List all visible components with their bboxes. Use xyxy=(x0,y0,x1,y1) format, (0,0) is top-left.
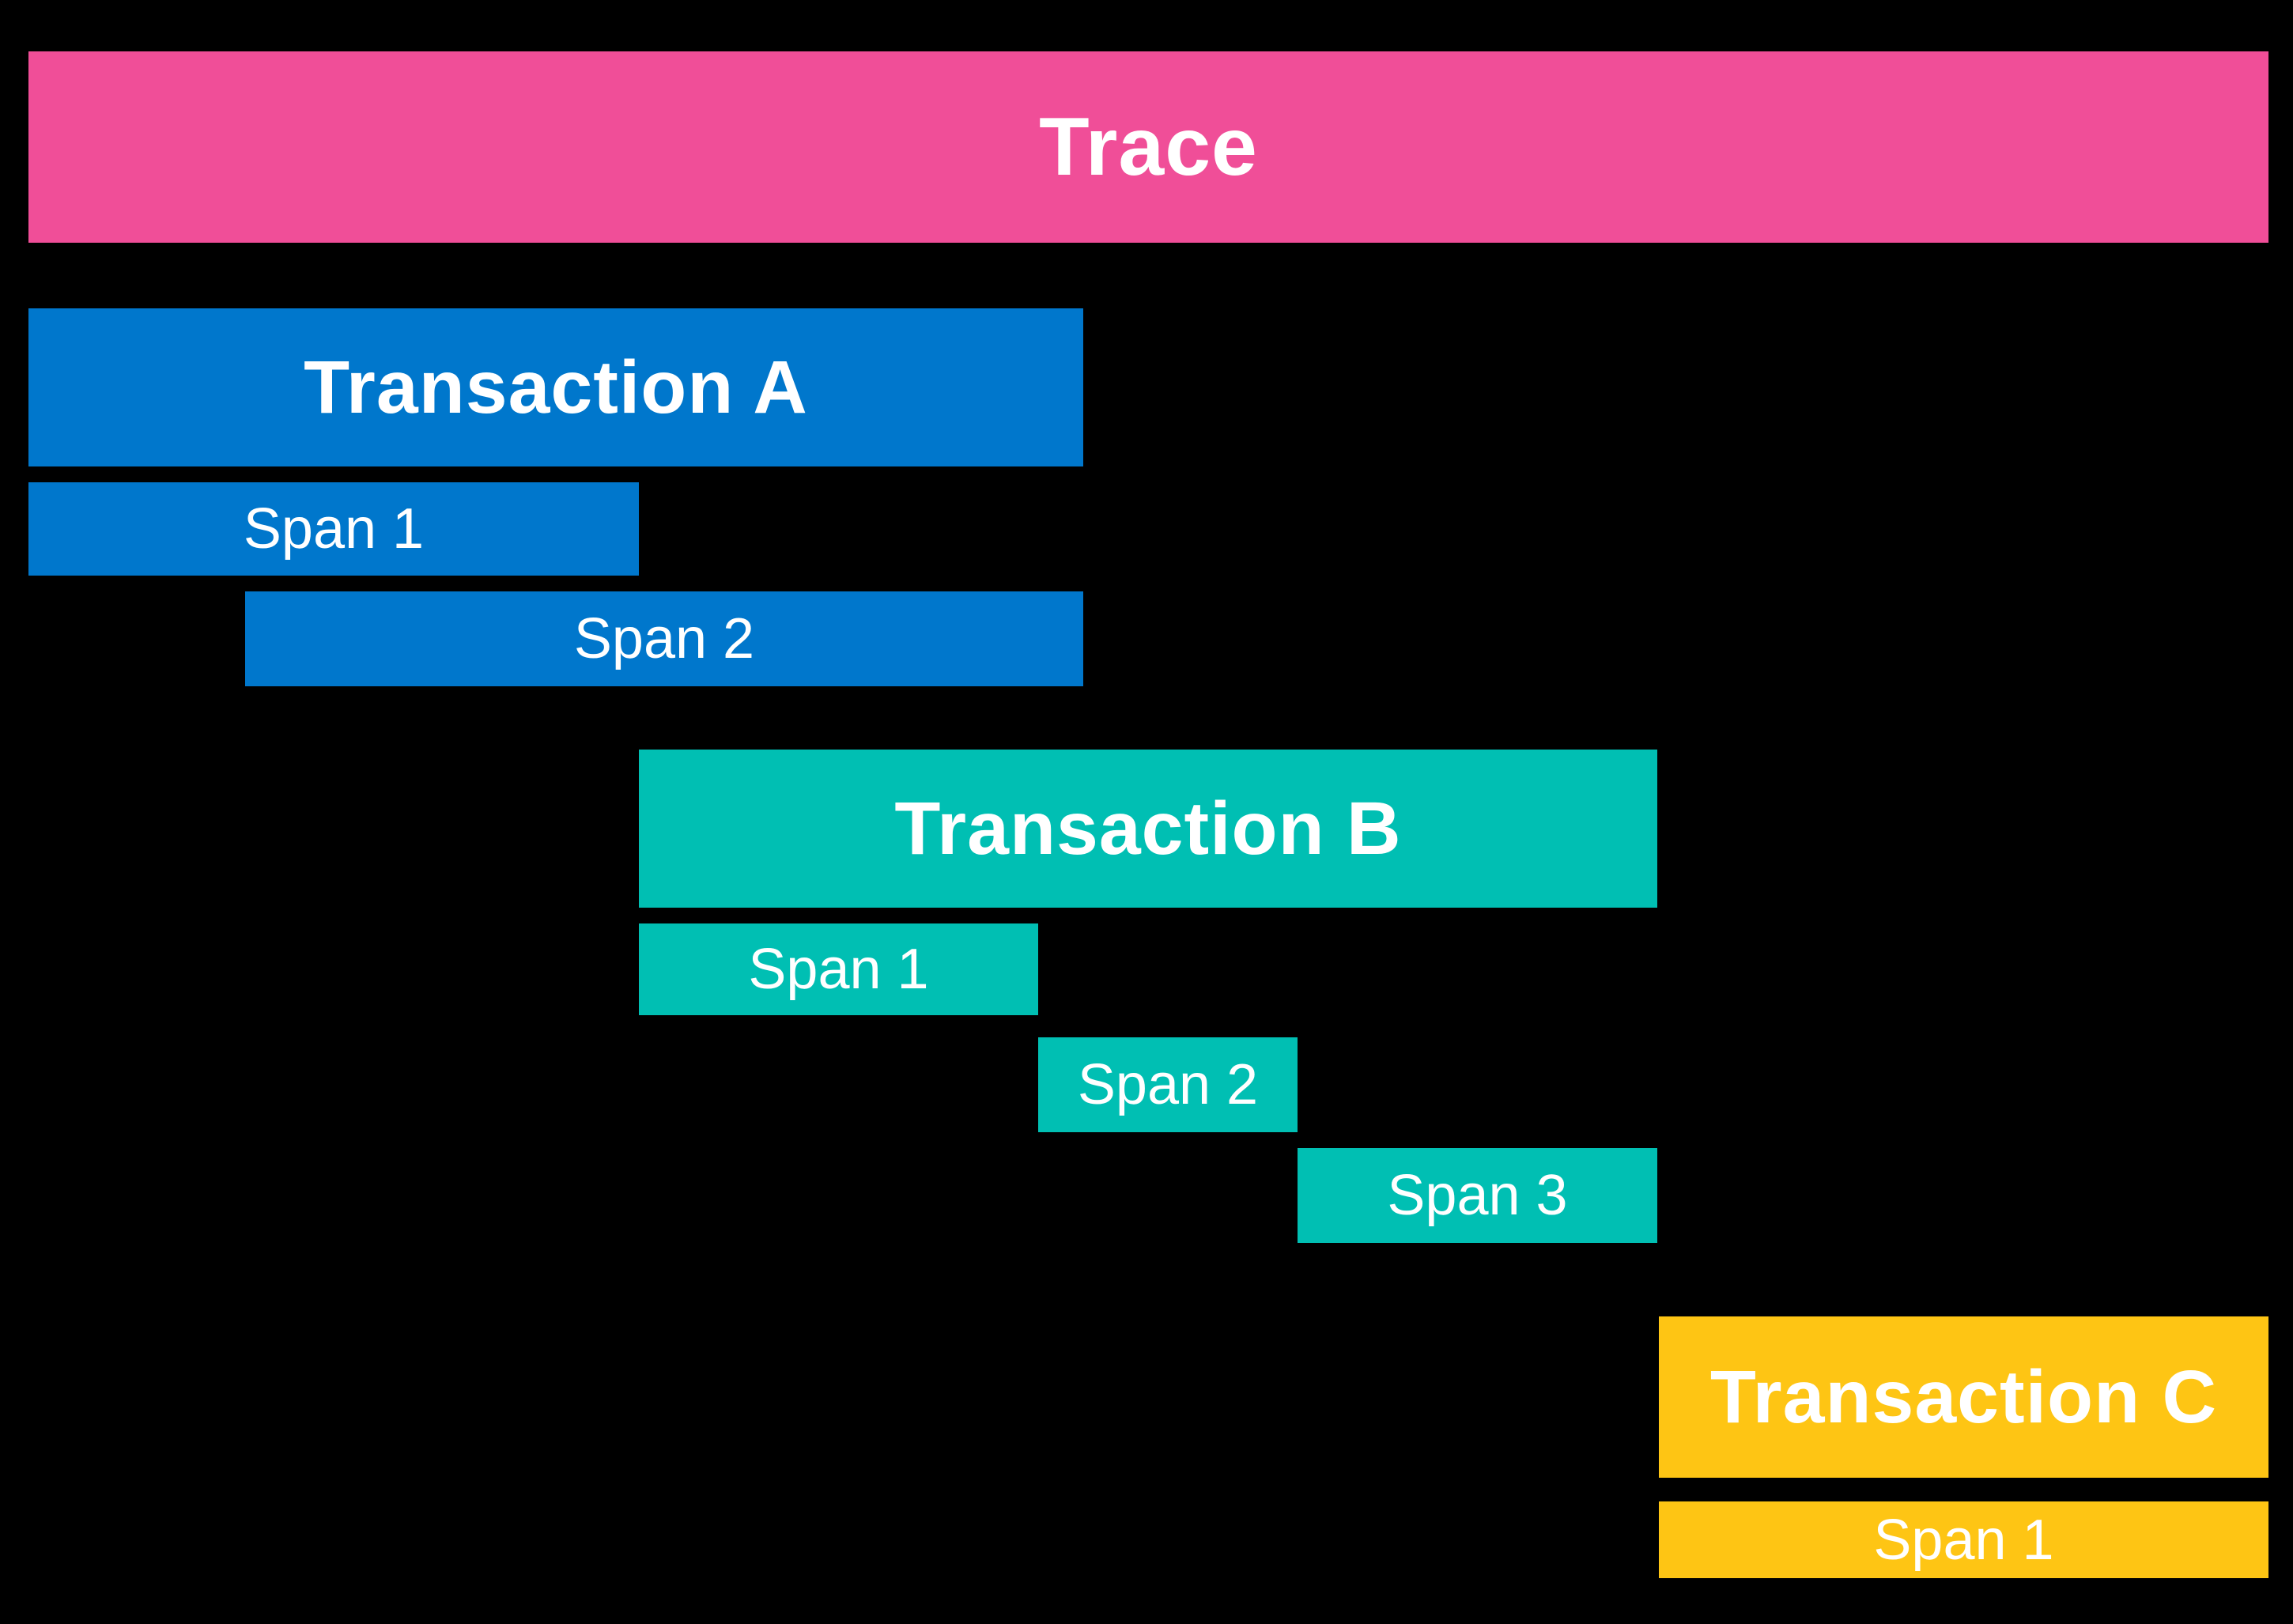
trace-label: Trace xyxy=(1039,101,1258,193)
transaction-bar-b: Transaction B xyxy=(639,750,1657,908)
transaction-b-span-bar-1: Span 1 xyxy=(639,923,1038,1015)
transaction-b-span-bar-3: Span 3 xyxy=(1298,1148,1657,1243)
transaction-c-span-bar-1: Span 1 xyxy=(1659,1501,2268,1578)
transaction-bar-c: Transaction C xyxy=(1659,1316,2268,1478)
transaction-b-span-label-1: Span 1 xyxy=(748,938,929,1001)
transaction-a-span-bar-1: Span 1 xyxy=(28,482,639,576)
transaction-a-span-bar-2: Span 2 xyxy=(245,591,1083,686)
transaction-b-span-bar-2: Span 2 xyxy=(1038,1037,1298,1132)
transaction-a-span-label-2: Span 2 xyxy=(573,607,755,670)
transaction-label-b: Transaction B xyxy=(894,786,1402,871)
transaction-label-a: Transaction A xyxy=(304,345,808,429)
transaction-bar-a: Transaction A xyxy=(28,308,1083,466)
transaction-a-span-label-1: Span 1 xyxy=(243,497,425,561)
transaction-label-c: Transaction C xyxy=(1709,1354,2218,1439)
trace-bar: Trace xyxy=(28,51,2268,243)
transaction-c-span-label-1: Span 1 xyxy=(1873,1508,2054,1572)
transaction-b-span-label-2: Span 2 xyxy=(1077,1053,1259,1116)
transaction-b-span-label-3: Span 3 xyxy=(1387,1164,1568,1227)
